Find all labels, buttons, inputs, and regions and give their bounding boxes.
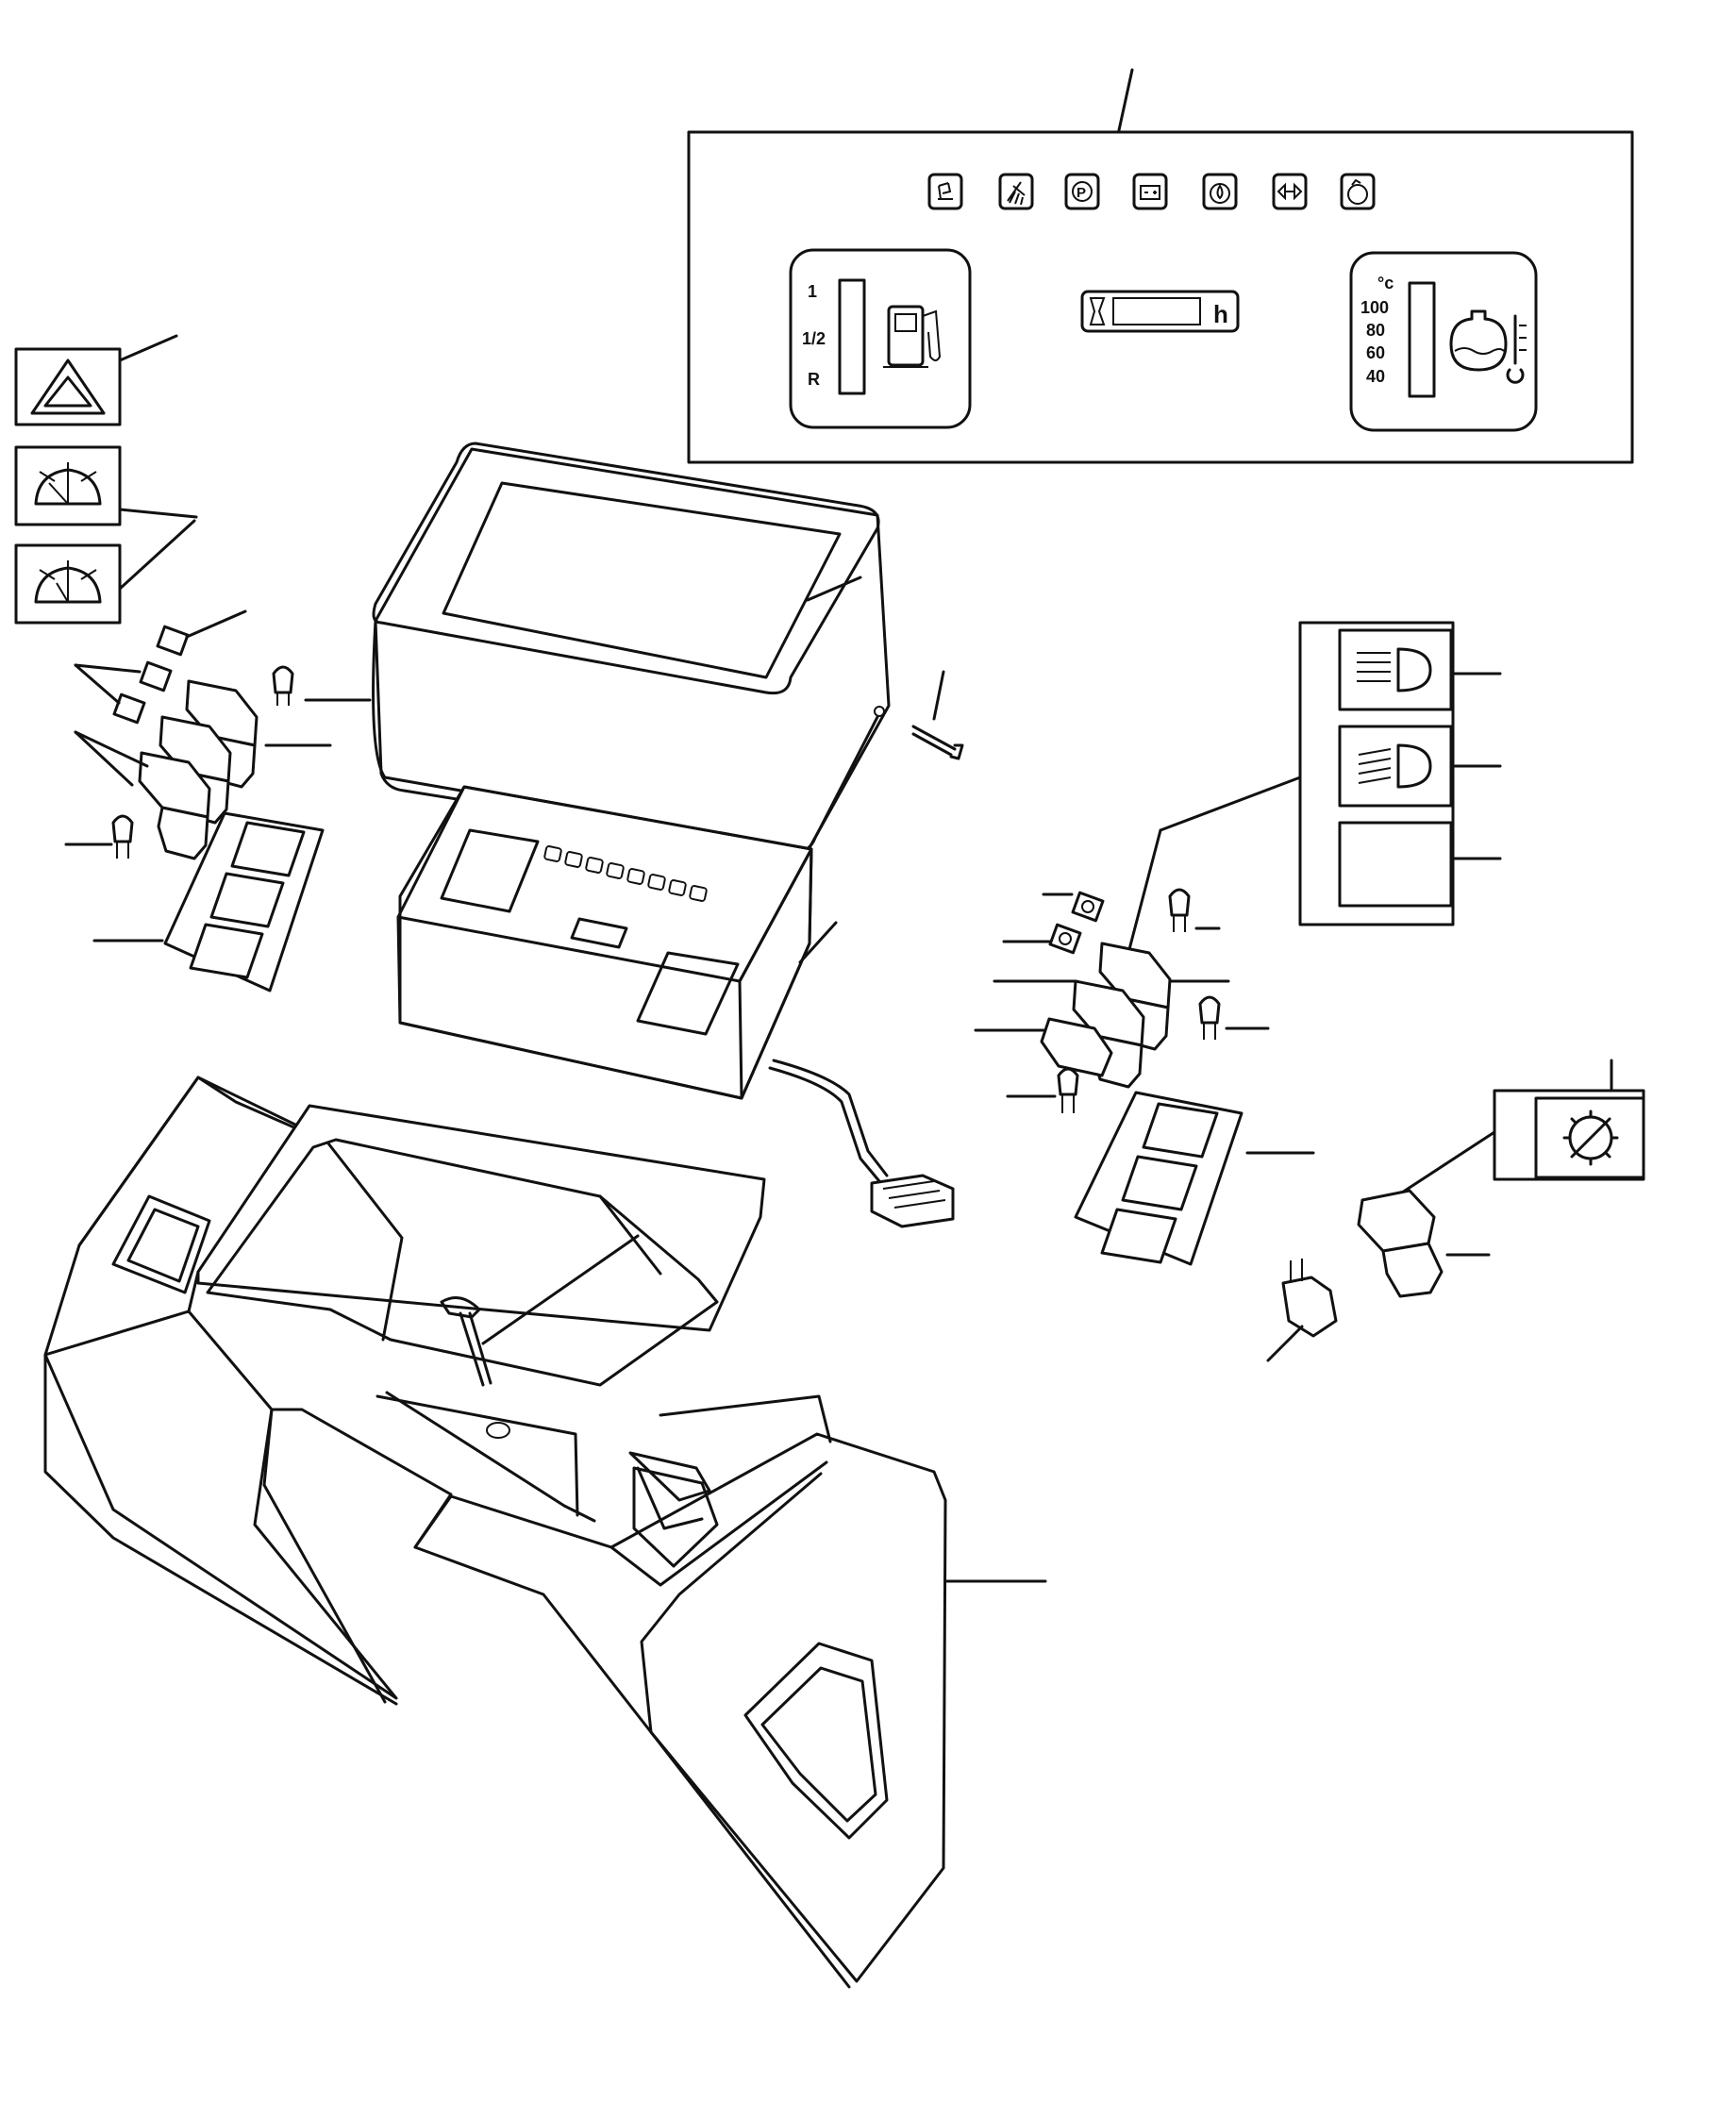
fuel-gauge: 1 1/2 R [789,248,972,429]
hour-meter-slot [570,917,628,949]
connector-plug [870,1174,955,1228]
oil-drop-icon [1202,173,1238,210]
gauge-window [636,951,740,1036]
warning-light-row: P [927,173,1376,210]
seat-icon [927,173,963,210]
fuel-pump-icon [883,305,942,368]
right-decals [1127,621,1502,955]
lens-cap [1071,891,1105,923]
turn-signal-icon [1272,173,1308,210]
rocker-switch [138,751,211,860]
temp-scale-100: 100 [1360,298,1389,317]
shower-icon [998,173,1034,210]
fuel-scale-full: 1 [808,282,817,301]
leader-line [1117,68,1134,132]
lens-cap [112,692,146,725]
warning-light-slots [543,845,708,902]
blank-switch [1040,1017,1113,1077]
console-recess [111,1194,211,1294]
panel-frame [687,130,1634,464]
bulb-icon [1057,1067,1079,1113]
hour-meter: h [1080,290,1240,333]
bulb-icon [1168,888,1191,932]
console-recess [743,1642,889,1840]
screw-icon [911,670,964,760]
gear-decal [1400,1059,1645,1194]
fuel-bar [838,278,866,395]
bulb-icon [111,814,134,859]
single-rocker-switch [1357,1189,1491,1298]
bolt-icon [440,1234,640,1387]
fuel-scale-half: 1/2 [802,329,826,348]
decal-frame [1298,621,1455,926]
temperature-gauge: °c 100 80 60 40 [1349,251,1538,432]
switch-frame [1074,1091,1244,1266]
parking-brake-icon: P [1064,173,1100,210]
left-switch-assembly [64,609,372,993]
hour-meter-unit: h [1213,300,1228,328]
temp-scale-60: 60 [1366,343,1385,362]
right-switch-assembly [974,888,1315,1266]
switch-frame [163,811,325,993]
bulb-icon [272,665,294,706]
lens-cap [139,660,173,692]
connector-terminal [1266,1259,1338,1362]
bulb-icon [1198,995,1221,1040]
battery-icon [1132,173,1168,210]
instrument-bezel [372,442,891,855]
svg-text:P: P [1077,185,1086,201]
gear-icon [1562,1109,1619,1166]
lens-cap [1048,923,1082,955]
blank-decal-icon [1338,821,1453,908]
instrument-cluster [396,785,955,1228]
temp-scale-40: 40 [1366,367,1385,386]
temp-scale-80: 80 [1366,321,1385,340]
coolant-icon [1449,309,1527,384]
hazard-triangle-icon [14,334,178,426]
lens-cap [156,625,190,657]
instrument-panel-inset: P [687,68,1634,464]
temp-unit: °c [1377,274,1394,292]
front-wiper-icon [14,445,122,526]
console-body [43,1076,1047,1989]
gauge-window [440,828,540,913]
low-beam-icon [1338,628,1453,711]
fuel-scale-reserve: R [808,370,820,389]
engine-icon [1340,173,1376,210]
high-beam-icon [1338,725,1453,808]
temp-bar [1408,281,1436,398]
left-decals [14,334,198,625]
rear-wiper-icon [14,543,122,625]
